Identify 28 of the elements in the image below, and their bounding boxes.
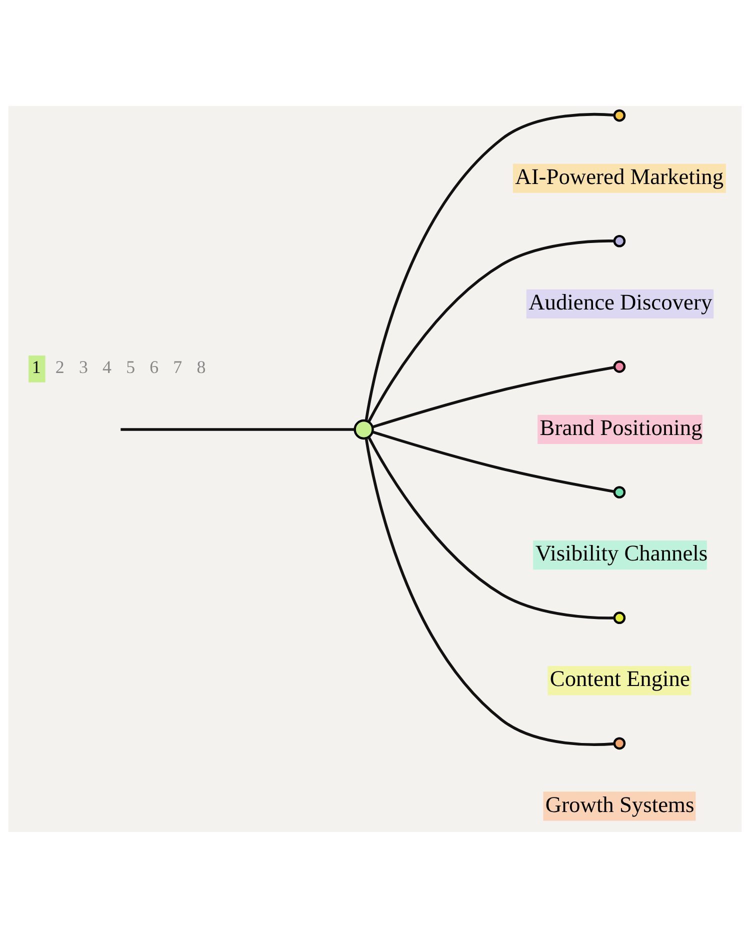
node-label: Audience Discovery	[528, 290, 712, 315]
node-circle	[613, 360, 626, 373]
node-circle	[354, 419, 374, 440]
node-label: Visibility Channels	[535, 540, 708, 566]
node-circle	[613, 109, 626, 122]
label: 4	[102, 357, 112, 378]
node-label: Brand Positioning	[540, 415, 702, 440]
connector	[368, 240, 614, 422]
connector	[364, 112, 614, 421]
label: 8	[196, 357, 206, 378]
node-label: AI-Powered Marketing	[515, 164, 724, 189]
connector	[372, 366, 614, 428]
label: 7	[173, 357, 182, 378]
node-circle	[613, 234, 626, 248]
connector	[364, 438, 614, 746]
connector	[372, 430, 614, 493]
label: 6	[150, 357, 159, 378]
node-circle	[613, 612, 626, 624]
label: 3	[78, 357, 88, 378]
connector	[120, 428, 355, 431]
connector	[368, 436, 614, 620]
node-circle	[613, 486, 626, 498]
label: 2	[55, 357, 64, 378]
label: 1	[32, 357, 41, 378]
node-circle	[613, 737, 626, 750]
node-label: Content Engine	[550, 666, 690, 692]
label: 5	[126, 357, 136, 378]
node-label: Growth Systems	[545, 792, 694, 817]
